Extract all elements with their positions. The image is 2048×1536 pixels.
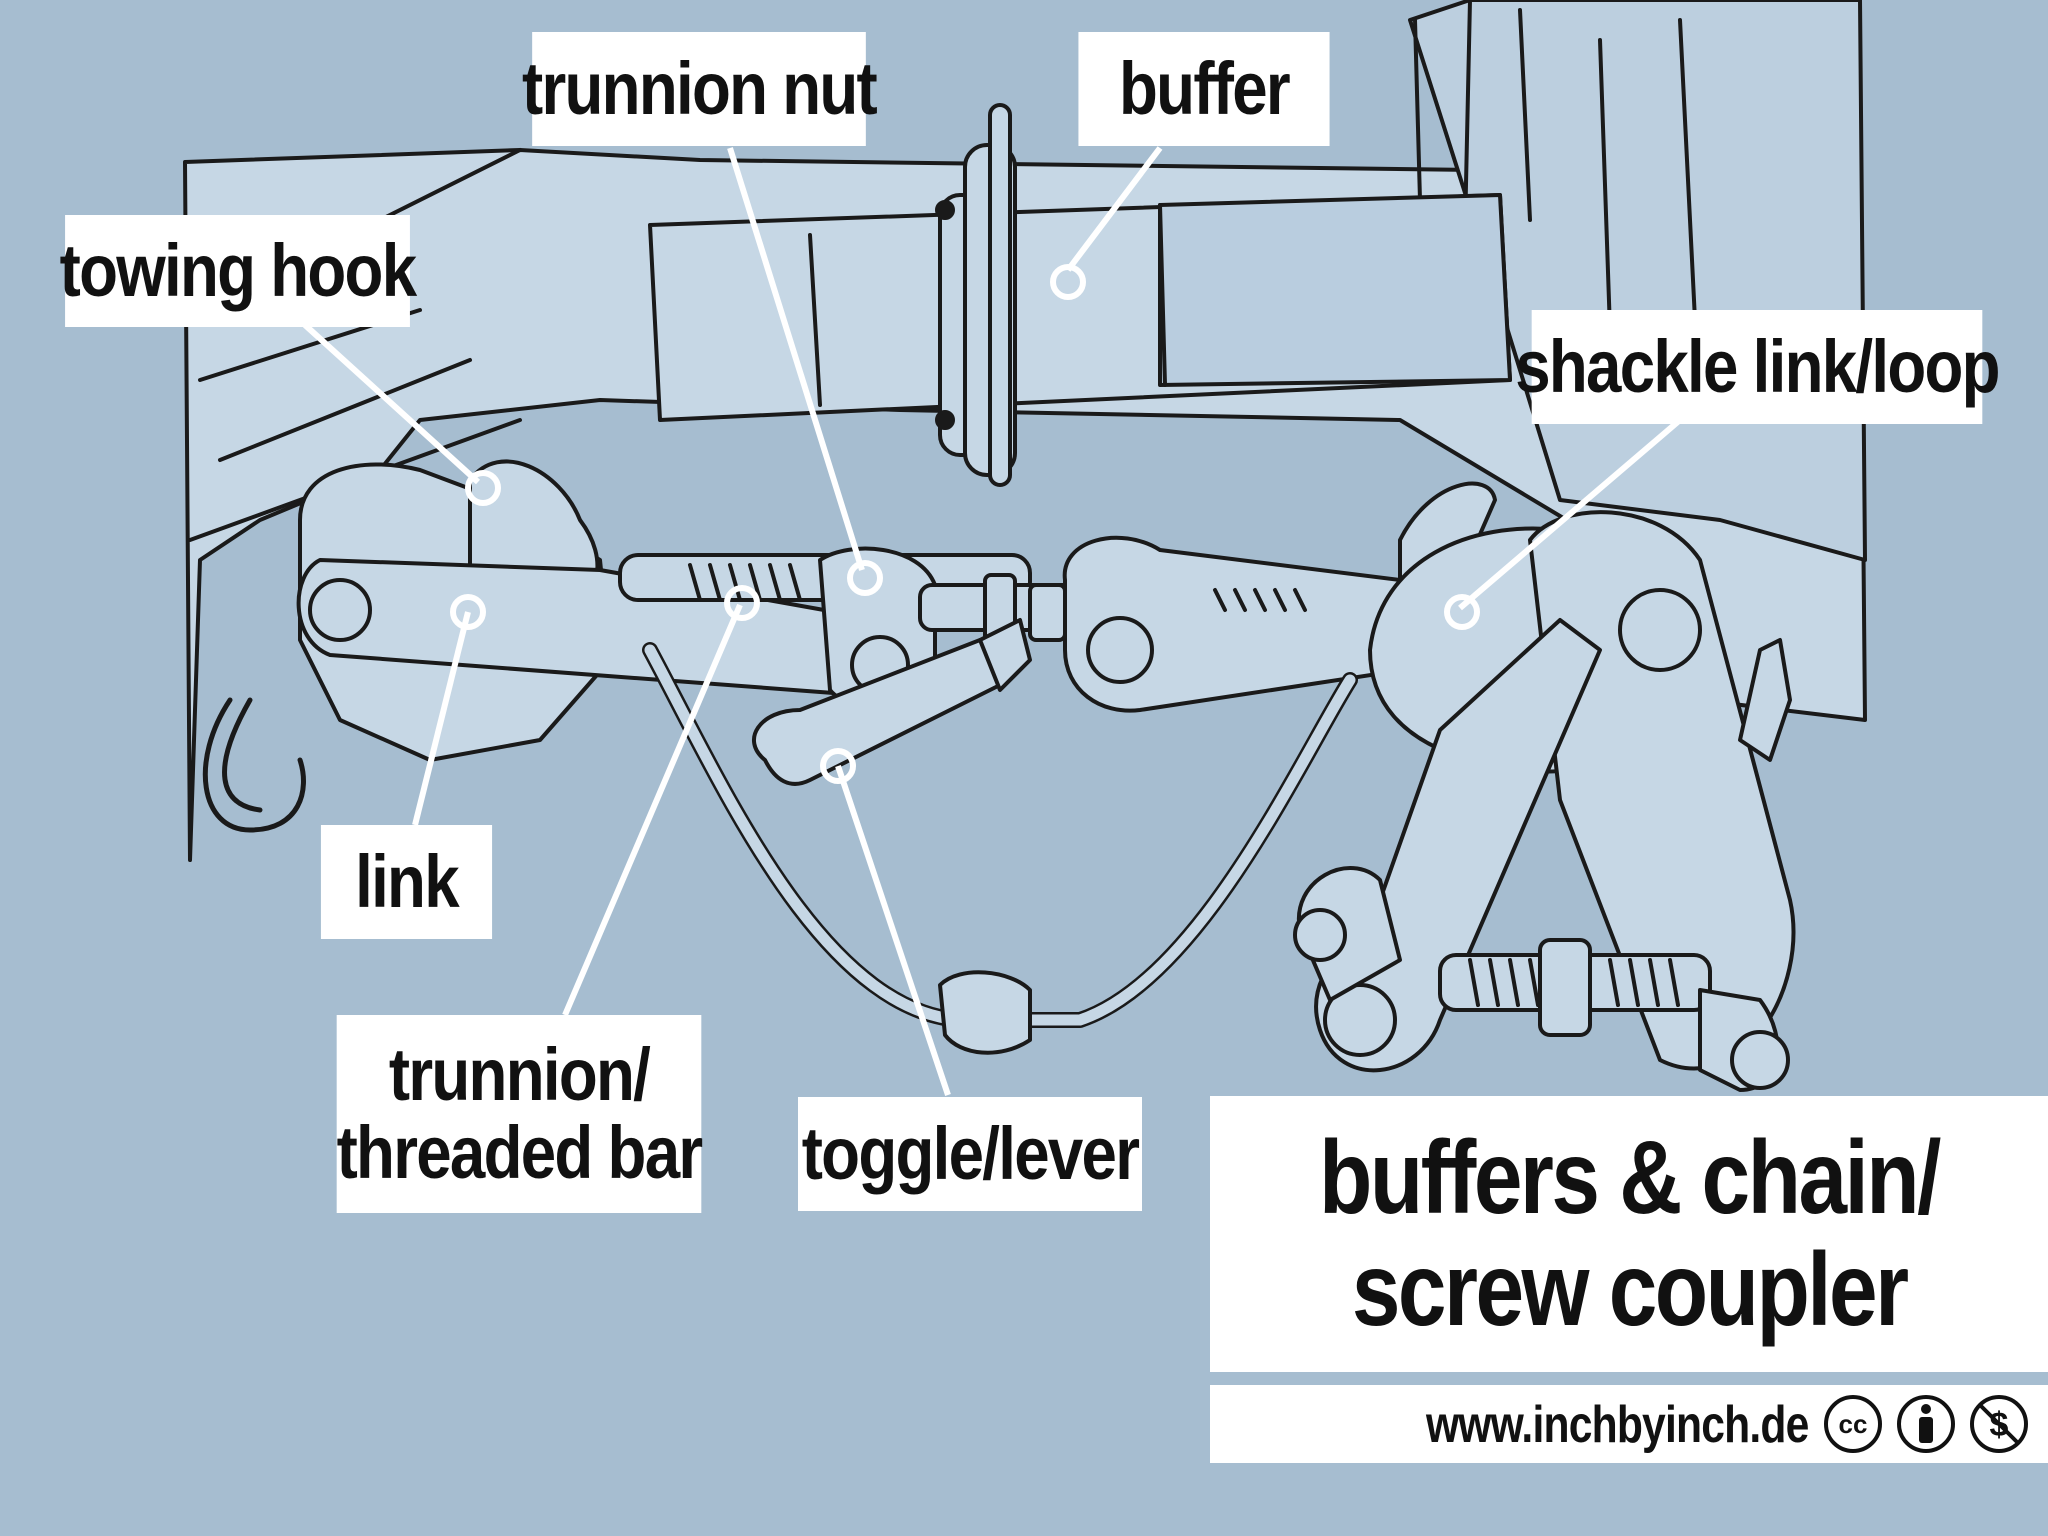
title-line1: buffers & chain/ — [1319, 1119, 1941, 1236]
leader-trunnion-nut — [727, 147, 865, 571]
label-shackle-link-loop: shackle link/loop — [1515, 310, 2001, 424]
leader-buffer — [1065, 146, 1163, 272]
svg-text:cc: cc — [1839, 1409, 1868, 1439]
title-line2: screw coupler — [1351, 1232, 1909, 1348]
marker-towing-hook — [465, 470, 501, 506]
marker-toggle-lever — [820, 748, 856, 784]
footer-box: www.inchbyinch.de cc $ — [1210, 1385, 2048, 1463]
cc-icon: cc — [1824, 1395, 1882, 1453]
leader-threaded-bar — [562, 603, 743, 1017]
leader-towing-hook — [302, 322, 481, 485]
license-icons: cc $ — [1824, 1395, 2028, 1453]
marker-trunnion-nut — [847, 560, 883, 596]
marker-buffer — [1050, 264, 1086, 300]
label-toggle-lever: toggle/lever — [798, 1097, 1142, 1211]
leader-link — [412, 611, 471, 826]
non-commercial-icon: $ — [1970, 1395, 2028, 1453]
marker-shackle-link — [1444, 594, 1480, 630]
marker-link — [450, 594, 486, 630]
label-towing-hook: towing hook — [60, 215, 417, 327]
title-box: buffers & chain/ screw coupler — [1210, 1096, 2048, 1372]
marker-threaded-bar — [724, 585, 760, 621]
leader-toggle-lever — [835, 765, 951, 1096]
buffer-flange — [935, 103, 1017, 487]
label-trunnion-threaded-bar-line2: threaded bar — [336, 1111, 704, 1194]
label-trunnion-threaded-bar: trunnion/ threaded bar — [336, 1015, 704, 1213]
by-attribution-icon — [1897, 1395, 1955, 1453]
label-buffer: buffer — [1078, 32, 1330, 146]
label-trunnion-threaded-bar-line1: trunnion/ — [388, 1033, 651, 1117]
cable-clamp — [938, 970, 1032, 1055]
leader-shackle-link — [1458, 417, 1682, 611]
website-link[interactable]: www.inchbyinch.de — [1425, 1396, 1808, 1454]
label-link: link — [320, 825, 493, 939]
label-trunnion-nut: trunnion nut — [522, 32, 878, 146]
